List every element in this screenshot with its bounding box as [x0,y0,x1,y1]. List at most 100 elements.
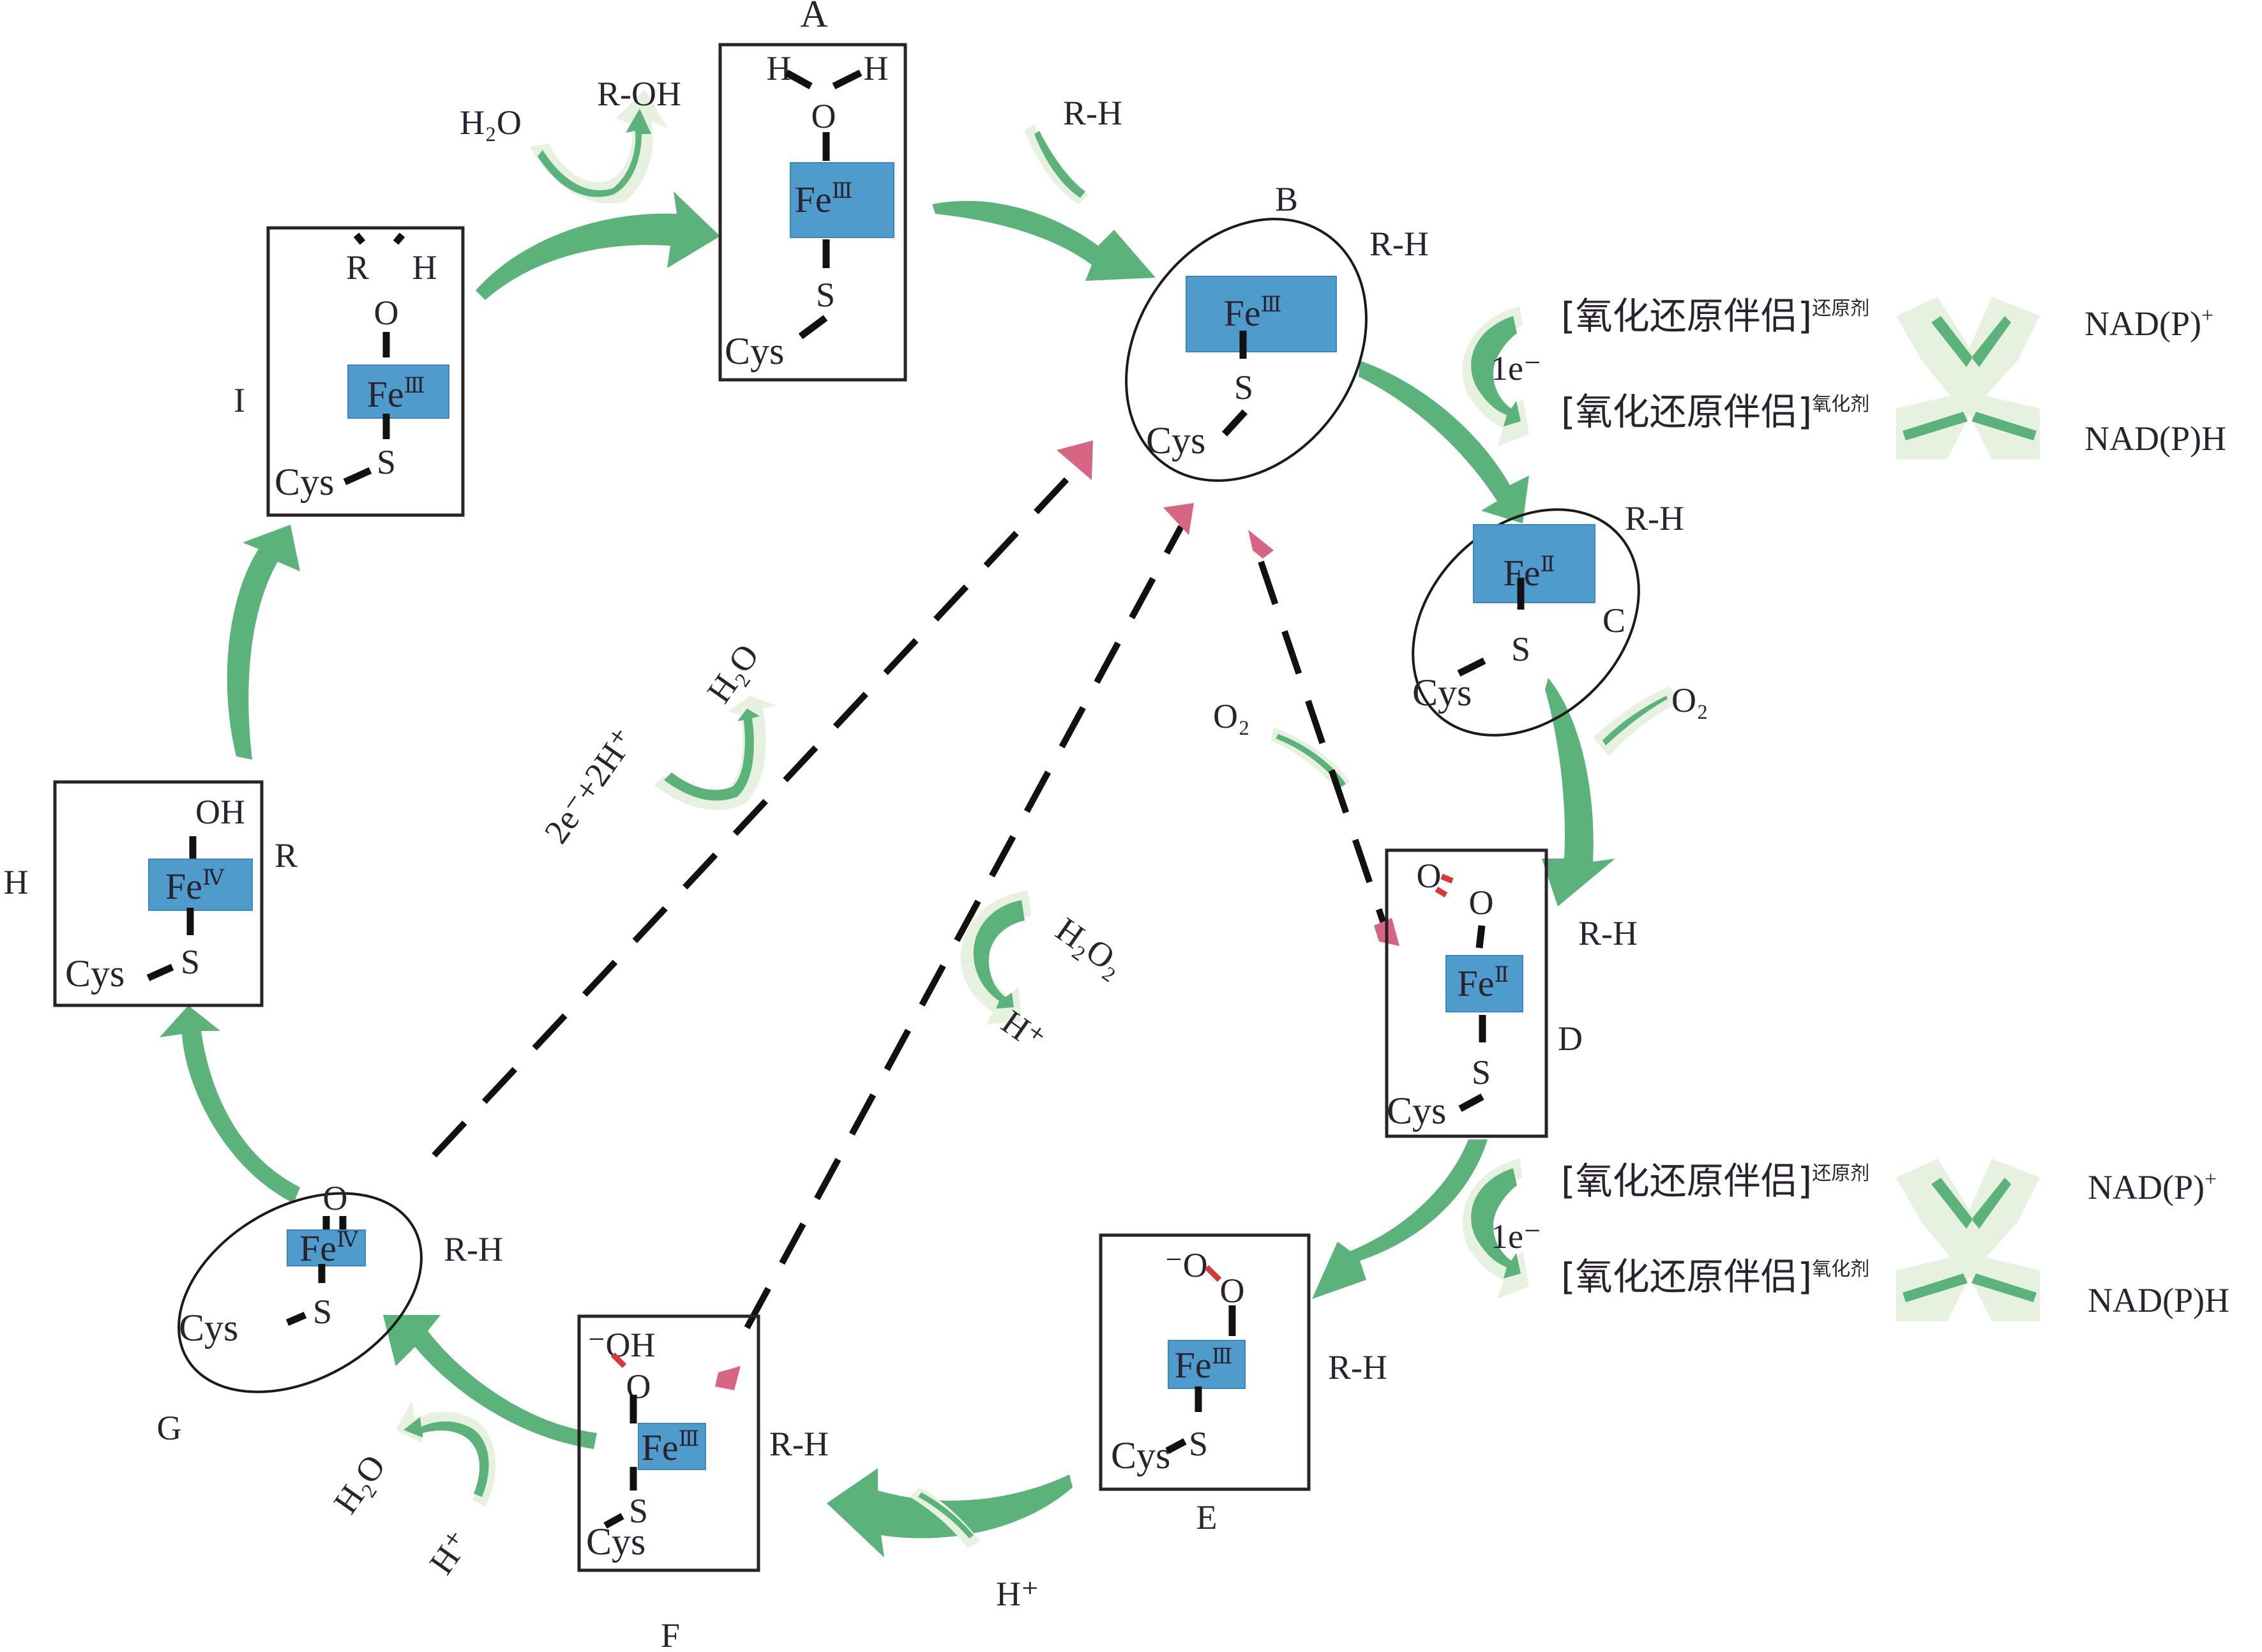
shunt-d-to-b [1248,530,1399,946]
svg-text:⁻O: ⁻O [1165,1246,1208,1284]
svg-text:R-H: R-H [1578,914,1638,952]
svg-text:O: O [1220,1272,1245,1310]
iron-center-f [638,1423,706,1470]
iron-center-b [1186,276,1337,352]
state-h: OH FeⅣ S Cys R H [4,780,298,1007]
state-label-b: B [1275,180,1298,218]
nad-reduced-top: NAD(P)H [2085,419,2226,458]
electron-label-bottom: 1e⁻ [1491,1217,1541,1256]
arrow-h-to-i [227,525,300,760]
reagent-shunt-o2: O₂ [1213,697,1250,735]
svg-text:Cys: Cys [275,461,334,503]
nad-exchange-arrows-top [1896,297,2040,460]
side-arrow-h2o-out-fg [396,1401,496,1506]
reagent-h-plus-ef: H⁺ [996,1575,1039,1613]
svg-text:S: S [313,1293,332,1331]
svg-text:Cys: Cys [725,330,784,372]
state-d-box [1385,848,1548,1138]
partner-oxidized-label-bottom: [氧化还原伴侣]氧化剂 [1561,1255,1869,1298]
svg-text:S: S [1189,1425,1208,1463]
side-arrow-rh-in [1025,124,1089,204]
svg-text:FeⅢ: FeⅢ [1175,1344,1233,1386]
side-arrow-h-plus-ef [910,1487,980,1548]
iron-center-c [1473,524,1595,603]
state-label-g: G [157,1409,182,1447]
state-label-a: A [800,0,827,35]
iron-center-i [347,364,449,419]
shunt-arrowhead-g-b [1057,440,1093,480]
arrow-b-to-c [1359,361,1529,523]
arrow-d-to-e [1312,1139,1488,1299]
state-label-h: H [4,863,29,901]
state-f-box [577,1314,760,1572]
partner-oxidized-label-top: [氧化还原伴侣]氧化剂 [1561,390,1869,433]
svg-text:FeⅣ: FeⅣ [299,1228,359,1269]
svg-text:⁻OH: ⁻OH [587,1326,656,1364]
svg-text:S: S [1234,368,1253,407]
svg-text:R: R [346,248,369,287]
svg-text:FeⅡ: FeⅡ [1457,963,1509,1004]
state-b: B R-H FeⅢ S Cys [1125,180,1429,482]
state-a-box [718,43,907,382]
side-arrow-o2-in [1593,686,1680,756]
svg-text:O: O [374,294,399,332]
reagent-h2o-in: H₂O [460,103,522,142]
reagent-h2o-out-fg: H₂O [326,1448,393,1521]
partner-reduced-label-top: [氧化还原伴侣]还原剂 [1561,294,1869,338]
svg-text:R-H: R-H [444,1230,503,1268]
state-label-i: I [234,381,245,419]
side-arrow-1e-top [1462,306,1529,447]
partner-reduced-label-bottom: [氧化还原伴侣]还原剂 [1561,1159,1869,1203]
svg-text:R: R [275,836,298,875]
side-arrow-2e-2h [654,696,776,810]
shunt-arrowhead-f-b [1163,503,1194,535]
arrow-c-to-d [1542,678,1615,906]
state-d: O O FeⅡ S Cys R-H D [1385,848,1638,1138]
svg-text:Cys: Cys [1412,672,1472,714]
electron-label-top: 1e⁻ [1491,349,1541,387]
reagent-shunt-h2o2: H₂O₂ [1049,910,1131,984]
state-i-box [266,226,465,517]
iron-center-e [1168,1340,1246,1389]
shunt-arrowhead-to-f [715,1366,741,1390]
reagent-roh-out: R-OH [597,75,681,113]
redox-partner-bottom: 1e⁻ [氧化还原伴侣]还原剂 [氧化还原伴侣]氧化剂 NAD(P)+ NAD(… [1491,1159,2229,1321]
shunt-f-to-b [715,503,1194,1390]
shunt-arrowhead-d-b [1248,530,1274,559]
state-i: R H O FeⅢ S Cys I [234,226,465,517]
svg-text:O: O [323,1179,348,1217]
svg-text:OH: OH [195,793,245,831]
state-b-ellipse [1125,218,1368,482]
svg-text:S: S [816,276,835,314]
svg-text:Cys: Cys [1111,1434,1170,1476]
svg-text:Cys: Cys [1146,419,1205,462]
state-c-ellipse [1412,508,1640,737]
reagent-h-plus-fg: H⁺ [422,1524,478,1581]
reagent-shunt-2e: 2e⁻+2H⁺ [537,721,643,850]
svg-text:R-H: R-H [1328,1348,1387,1386]
svg-text:O: O [626,1367,651,1406]
shunt-g-to-b [432,440,1093,1158]
state-e-box [1099,1233,1311,1491]
side-arrow-h2o2 [960,890,1031,1025]
side-arrow-1e-bottom [1462,1159,1529,1299]
side-arrow-h2o-roh [530,89,667,204]
reagent-o2-in: O₂ [1671,681,1708,719]
svg-text:R-H: R-H [1625,499,1684,537]
state-f: ⁻OH O FeⅢ S Cys R-H F [577,1314,829,1652]
nad-oxidized-top: NAD(P)+ [2085,304,2213,343]
svg-text:S: S [1511,630,1530,668]
state-h-box [53,780,264,1007]
svg-text:FeⅢ: FeⅢ [795,179,853,220]
state-g-ellipse [177,1192,423,1393]
state-label-e: E [1196,1498,1218,1536]
reagent-rh-in: R-H [1063,94,1122,132]
state-g: O FeⅣ S Cys R-H G [157,1179,504,1447]
svg-text:O: O [811,97,836,135]
state-c: R-H FeⅡ S Cys C [1412,499,1684,737]
svg-text:FeⅢ: FeⅢ [367,373,425,415]
state-label-d: D [1558,1019,1583,1058]
arrow-g-to-h [160,1005,300,1203]
iron-center-h [148,859,253,911]
svg-text:H: H [767,49,792,87]
